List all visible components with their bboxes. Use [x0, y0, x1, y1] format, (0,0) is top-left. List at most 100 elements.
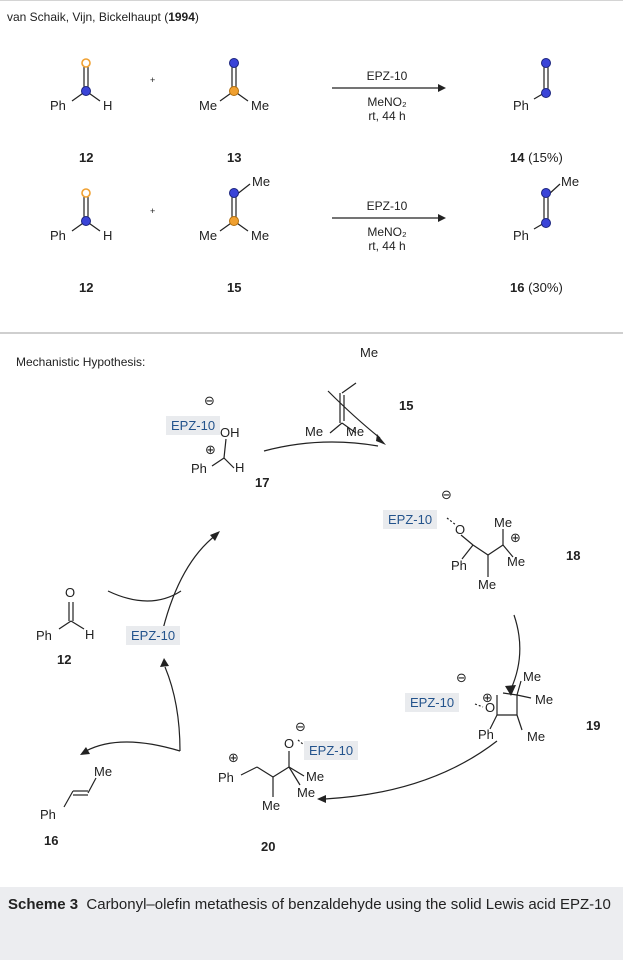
- mechanism-structures: [58, 382, 532, 808]
- coordination-bond: [297, 739, 305, 746]
- me-label: Me: [478, 577, 497, 592]
- me-label: Me: [346, 424, 365, 439]
- ph-label: Ph: [513, 228, 529, 243]
- me-label: Me: [199, 98, 218, 113]
- bond: [460, 534, 474, 546]
- bond: [211, 457, 225, 467]
- bond: [516, 680, 522, 696]
- compound-label: 13: [227, 150, 242, 165]
- arrow-18-to-19: [510, 614, 521, 690]
- epz-10-catalyst: EPZ-10: [166, 416, 221, 435]
- mechanism-title: Mechanistic Hypothesis:: [16, 355, 146, 369]
- bond: [288, 766, 301, 786]
- compound-label: 12: [57, 652, 72, 667]
- carbon-atom-orange: [229, 216, 239, 226]
- me-label: Me: [251, 228, 270, 243]
- yield: (15%): [528, 150, 563, 165]
- bond: [288, 766, 305, 777]
- epz-10-catalyst: EPZ-10: [383, 510, 438, 529]
- bond: [223, 438, 227, 459]
- plus-sign: +: [150, 75, 156, 85]
- mechanism-panel: Mechanistic Hypothesis:: [0, 333, 623, 886]
- citation-close: ): [194, 10, 199, 24]
- h-label: H: [235, 460, 245, 475]
- bond: [487, 544, 504, 556]
- me-label: Me: [527, 729, 546, 744]
- conditions-label: rt, 44 h: [368, 239, 406, 253]
- catalyst-label: EPZ-10: [366, 69, 408, 83]
- compound-label: 15: [227, 280, 242, 295]
- ph-label: Ph: [191, 461, 207, 476]
- arrow-20-to-epz: [164, 666, 181, 752]
- o-label: O: [455, 522, 466, 537]
- me-label: Me: [507, 554, 526, 569]
- bond: [461, 544, 474, 560]
- me-label: Me: [535, 692, 554, 707]
- arrow-19-to-20: [324, 740, 498, 800]
- me-label: Me: [305, 424, 324, 439]
- citation: van Schaik, Vijn, Bickelhaupt (1994): [7, 10, 199, 24]
- arrowhead: [317, 795, 326, 803]
- me-label: Me: [561, 174, 580, 189]
- catalyst-label: EPZ-10: [366, 199, 408, 213]
- arrowhead: [80, 747, 90, 755]
- bond: [70, 620, 85, 630]
- ph-label: Ph: [478, 727, 494, 742]
- bond: [472, 544, 489, 556]
- plus-charge: ⊕: [510, 530, 521, 545]
- ph-label: Ph: [40, 807, 56, 822]
- bond: [240, 766, 258, 776]
- reaction-structures: [71, 58, 561, 232]
- me-label: Me: [252, 174, 271, 189]
- epz-10-catalyst: EPZ-10: [304, 741, 359, 760]
- arrow-17-to-18: [263, 441, 379, 452]
- carbon-atom: [229, 188, 239, 198]
- bond: [223, 457, 235, 469]
- arrowhead: [376, 434, 386, 445]
- compound-label: 17: [255, 475, 270, 490]
- bond: [329, 422, 343, 434]
- carbon-atom: [81, 216, 91, 226]
- ph-label: Ph: [451, 558, 467, 573]
- carbon-atom-orange: [229, 86, 239, 96]
- ph-label: Ph: [50, 228, 66, 243]
- me-label: Me: [262, 798, 281, 813]
- oxygen-atom: [81, 188, 91, 198]
- carbon-atom: [541, 58, 551, 68]
- minus-charge: ⊖: [204, 393, 215, 408]
- plus-charge: ⊕: [205, 442, 216, 457]
- o-label: O: [65, 585, 76, 600]
- minus-charge: ⊖: [456, 670, 467, 685]
- h-label: H: [103, 228, 113, 243]
- minus-charge: ⊖: [295, 719, 306, 734]
- me-label: Me: [251, 98, 270, 113]
- coordination-bond: [446, 517, 457, 526]
- reaction-panel: van Schaik, Vijn, Bickelhaupt (1994): [0, 0, 623, 334]
- minus-charge: ⊖: [441, 487, 452, 502]
- scheme-number: Scheme 3: [8, 896, 79, 913]
- me-label: Me: [94, 764, 113, 779]
- solvent-label: MeNO₂: [367, 225, 407, 239]
- compound-label: 16: [44, 833, 59, 848]
- caption-text: Carbonyl–olefin metathesis of benzaldehy…: [86, 896, 611, 913]
- bond: [516, 694, 532, 699]
- arrowhead: [210, 531, 220, 541]
- product-number: 16: [510, 280, 525, 295]
- me-label: Me: [306, 769, 325, 784]
- oxygen-atom: [81, 58, 91, 68]
- arrowhead: [438, 84, 446, 92]
- h-label: H: [103, 98, 113, 113]
- ph-label: Ph: [218, 770, 234, 785]
- bond: [58, 620, 72, 630]
- me-label: Me: [523, 669, 542, 684]
- carbon-atom: [541, 88, 551, 98]
- citation-year: 1994: [168, 10, 195, 24]
- epz-10-catalyst: EPZ-10: [405, 693, 460, 712]
- compound-label: 18: [566, 548, 581, 563]
- arrow-20-to-16: [85, 741, 181, 752]
- compound-label: 19: [586, 718, 601, 733]
- bond: [272, 766, 290, 778]
- bond: [516, 714, 523, 731]
- bond: [341, 382, 357, 394]
- bond: [341, 422, 357, 434]
